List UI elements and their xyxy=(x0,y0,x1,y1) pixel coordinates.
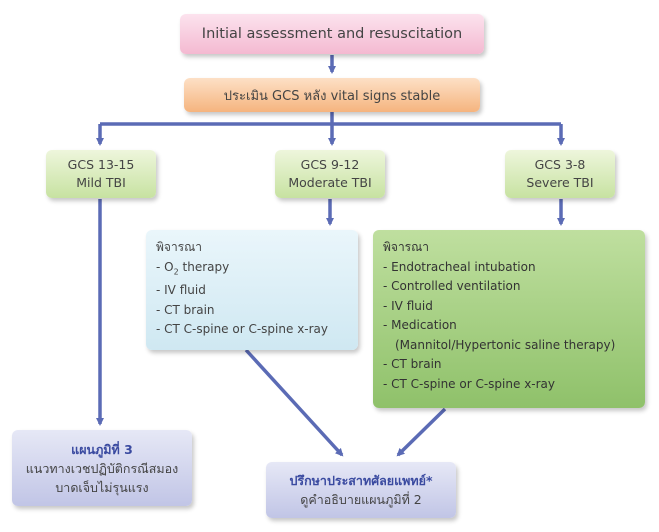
severe-considerations-panel: พิจารณา - Endotracheal intubation - Cont… xyxy=(373,230,645,408)
neurosurgeon-consult-box: ปรึกษาประสาทศัลยแพทย์* ดูคำอธิบายแผนภูมิ… xyxy=(266,462,456,518)
initial-assessment-label: Initial assessment and resuscitation xyxy=(201,26,463,42)
chart3-reference-box: แผนภูมิที่ 3 แนวทางเวชปฏิบัติกรณีสมอง บา… xyxy=(12,430,192,506)
gcs-severe-box: GCS 3-8 Severe TBI xyxy=(505,150,615,198)
severe-item-detail: (Mannitol/Hypertonic saline therapy) xyxy=(395,337,616,352)
consult-title: ปรึกษาประสาทศัลยแพทย์* xyxy=(289,473,433,488)
gcs-assessment-box: ประเมิน GCS หลัง vital signs stable xyxy=(184,78,480,112)
gcs-moderate-severity: Moderate TBI xyxy=(288,175,372,190)
gcs-mild-box: GCS 13-15 Mild TBI xyxy=(46,150,156,198)
o2-suffix: therapy xyxy=(178,259,230,274)
severe-item: - CT brain xyxy=(383,357,442,371)
gcs-mild-severity: Mild TBI xyxy=(76,175,126,190)
o2-prefix: - O xyxy=(156,259,174,274)
chart3-line1: แนวทางเวชปฏิบัติกรณีสมอง xyxy=(25,460,179,476)
gcs-assessment-label: ประเมิน GCS หลัง vital signs stable xyxy=(223,88,441,104)
initial-assessment-box: Initial assessment and resuscitation xyxy=(180,14,484,54)
gcs-severe-severity: Severe TBI xyxy=(526,175,594,190)
moderate-considerations-panel: พิจารณา - O2 therapy - IV fluid - CT bra… xyxy=(146,230,358,350)
arrow-moderate-panel-to-consult xyxy=(244,348,344,457)
severe-item: - Controlled ventilation xyxy=(383,279,521,293)
gcs-moderate-box: GCS 9-12 Moderate TBI xyxy=(275,150,385,198)
severe-item: - Endotracheal intubation xyxy=(383,259,536,274)
moderate-item: - IV fluid xyxy=(156,283,206,298)
gcs-moderate-range: GCS 9-12 xyxy=(300,157,360,172)
severe-item: - CT C-spine or C-spine x-ray xyxy=(383,376,556,391)
gcs-mild-range: GCS 13-15 xyxy=(67,157,135,172)
o2-subscript: 2 xyxy=(173,266,179,276)
severe-item: - Medication xyxy=(383,318,457,332)
gcs-severe-range: GCS 3-8 xyxy=(534,157,586,172)
moderate-item-o2: - O2 therapy xyxy=(156,258,348,282)
chart3-title: แผนภูมิที่ 3 xyxy=(71,441,133,457)
moderate-heading: พิจารณา xyxy=(156,240,202,254)
chart3-line2: บาดเจ็บไม่รุนแรง xyxy=(55,479,149,495)
consult-note: ดูคำอธิบายแผนภูมิที่ 2 xyxy=(300,492,422,507)
arrow-severe-panel-to-consult xyxy=(396,407,447,457)
severe-item: - IV fluid xyxy=(383,298,433,313)
severe-heading: พิจารณา xyxy=(383,240,429,254)
moderate-item: - CT C-spine or C-spine x-ray xyxy=(156,322,329,337)
moderate-item: - CT brain xyxy=(156,302,215,317)
